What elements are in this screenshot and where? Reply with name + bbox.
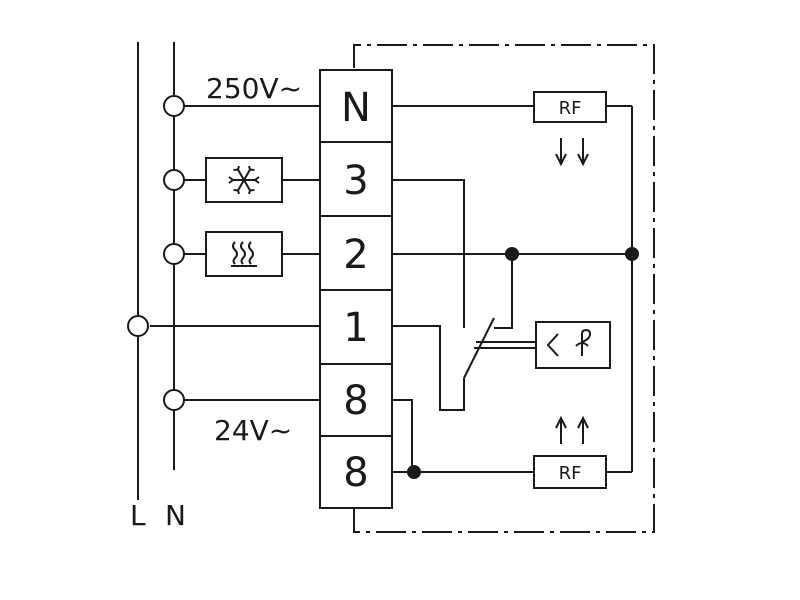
terminal-label-1: 1	[343, 305, 368, 351]
terminal-circle-2	[163, 243, 185, 265]
voltage-250v-label: 250V~	[206, 72, 302, 105]
terminal-label-8b: 8	[343, 450, 368, 496]
temperature-sensor-icon	[546, 328, 592, 357]
terminal-circle-8	[163, 389, 185, 411]
rf-module-top	[533, 91, 607, 123]
terminal-3	[319, 141, 393, 217]
terminal-label-2: 2	[343, 232, 368, 278]
left-wires	[150, 105, 320, 401]
terminal-8b	[319, 435, 393, 509]
arrow-up-icon	[555, 415, 589, 444]
terminal-1	[319, 289, 393, 365]
supply-terminals	[127, 95, 185, 411]
voltage-24v-label: 24V~	[214, 414, 292, 447]
junction-dot	[625, 247, 639, 261]
rf-label-bottom: RF	[559, 463, 582, 484]
internal-wiring	[392, 105, 633, 473]
line-label: L	[130, 499, 146, 532]
rf-label-top: RF	[559, 98, 582, 119]
terminal-block: N 3 2 1 8 8	[319, 69, 393, 509]
junction-dot	[505, 247, 519, 261]
snowflake-icon	[228, 165, 260, 195]
device-enclosure	[353, 44, 655, 533]
heat-waves-icon	[231, 241, 257, 267]
terminal-circle-1	[127, 315, 149, 337]
rf-module-bottom	[533, 455, 607, 489]
arrow-down-icon	[555, 138, 589, 167]
terminal-circle-n	[163, 95, 185, 117]
cooling-load	[205, 157, 283, 203]
terminal-circle-3	[163, 169, 185, 191]
terminal-label-n: N	[341, 85, 371, 131]
terminal-label-8a: 8	[343, 378, 368, 424]
terminal-label-3: 3	[343, 158, 368, 204]
neutral-label: N	[165, 499, 186, 532]
junction-dot	[407, 465, 421, 479]
